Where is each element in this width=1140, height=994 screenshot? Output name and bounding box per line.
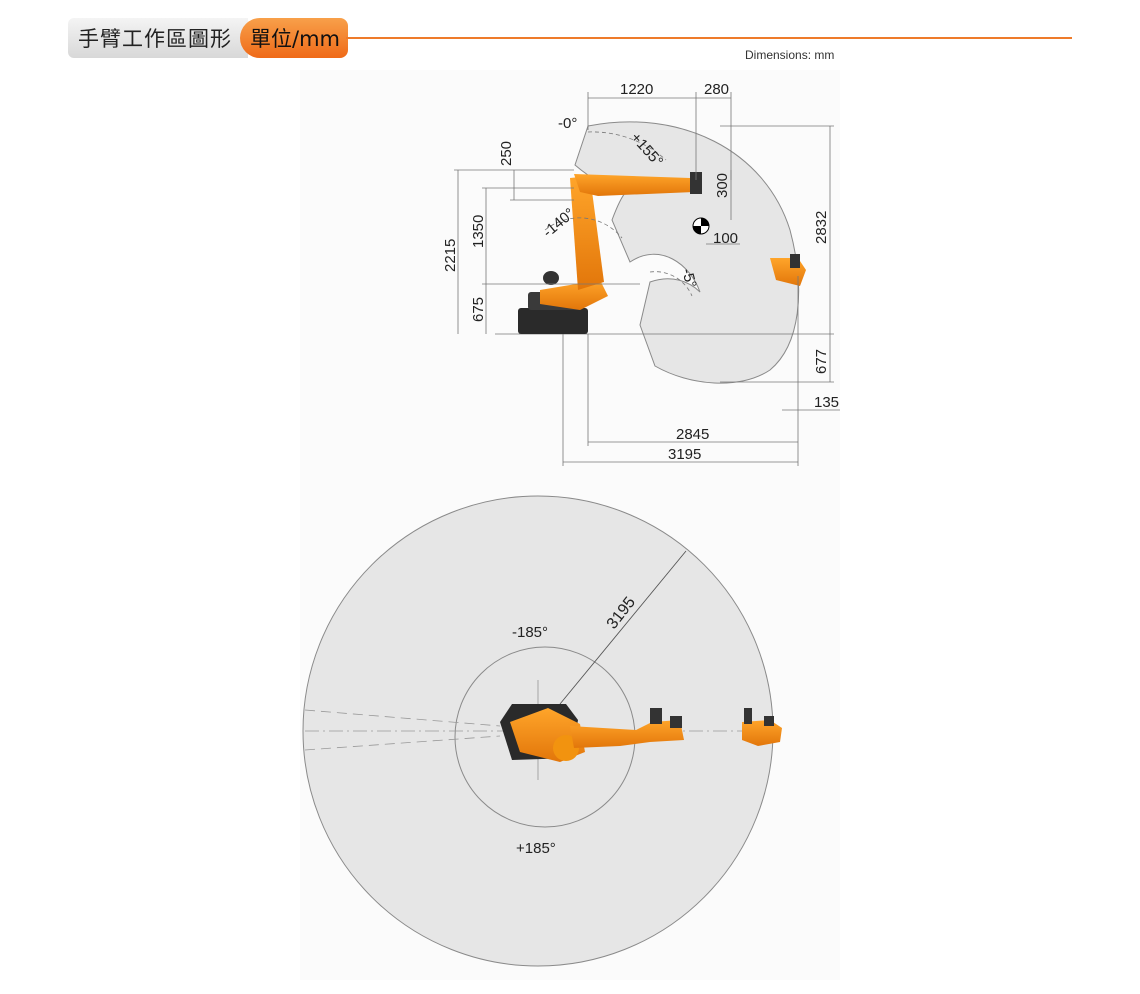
top-view: 3195 -185° +185° [300,480,840,980]
radius-line [559,550,687,705]
top-robot-arm [570,720,684,748]
top-robot-wrist-far [742,720,782,746]
header-rule [346,37,1072,39]
dim-1220: 1220 [620,81,653,98]
unit-badge: 單位/mm [240,18,348,58]
dimensions-note: Dimensions: mm [745,48,835,62]
dim-280: 280 [704,81,729,98]
dim-2215: 2215 [442,239,459,272]
dim-675: 675 [470,297,487,322]
dim-135: 135 [814,394,839,411]
angle-plus-185: +185° [516,840,556,857]
angle-minus-5: -5° [678,267,699,290]
dim-300: 300 [714,173,731,198]
dim-100: 100 [713,230,738,247]
angle-minus-0: -0° [558,115,577,132]
side-robot-upper-arm [574,174,694,196]
side-robot-column [540,280,608,310]
side-robot-lower-arm [570,176,604,290]
angle-minus-185: -185° [512,624,548,641]
dim-2832: 2832 [813,211,830,244]
dim-2845: 2845 [676,426,709,443]
dim-677: 677 [813,349,830,374]
side-robot-base [518,308,588,334]
section-header: 手臂工作區圖形 單位/mm [68,18,348,58]
side-view: 1220 280 2215 1350 675 250 2832 677 300 … [300,70,840,480]
dim-250: 250 [498,141,515,166]
dim-3195-side: 3195 [668,446,701,463]
dim-1350: 1350 [470,215,487,248]
section-title: 手臂工作區圖形 [68,18,248,58]
